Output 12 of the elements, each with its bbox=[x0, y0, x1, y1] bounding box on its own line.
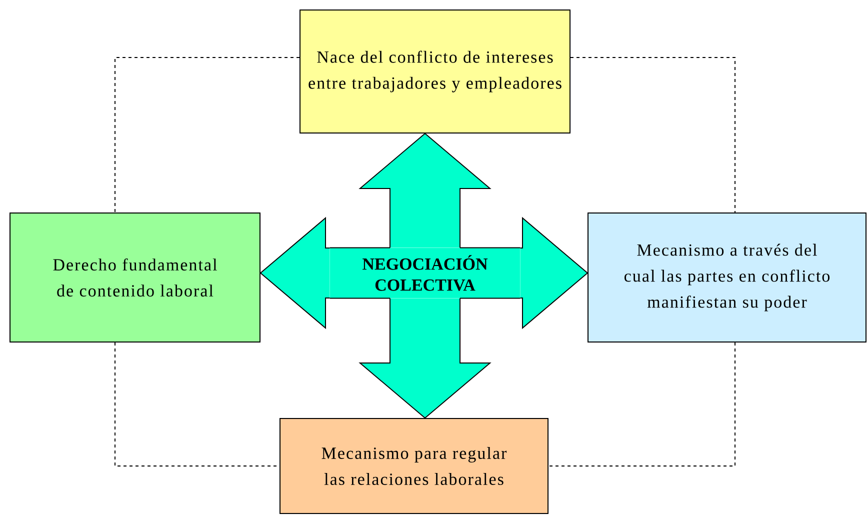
concept-box: Derecho fundamental de contenido laboral bbox=[10, 212, 260, 342]
concept-box: Nace del conflicto de intereses entre trabajadores y empleadores bbox=[300, 10, 570, 134]
block-arrow bbox=[358, 298, 492, 419]
dashed-connector bbox=[114, 57, 300, 213]
concept-box: Mecanismo a través del cual las partes en conflicto manifiestan su poder bbox=[588, 212, 866, 342]
dashed-connector bbox=[548, 342, 736, 466]
concept-box: Mecanismo para regular las relaciones laborales bbox=[280, 418, 548, 514]
block-arrow bbox=[358, 132, 492, 248]
dashed-connector bbox=[570, 57, 736, 213]
block-arrow bbox=[260, 216, 330, 330]
central-label: NEGOCIACIÓN COLECTIVA bbox=[329, 247, 521, 299]
block-arrow bbox=[520, 216, 588, 330]
